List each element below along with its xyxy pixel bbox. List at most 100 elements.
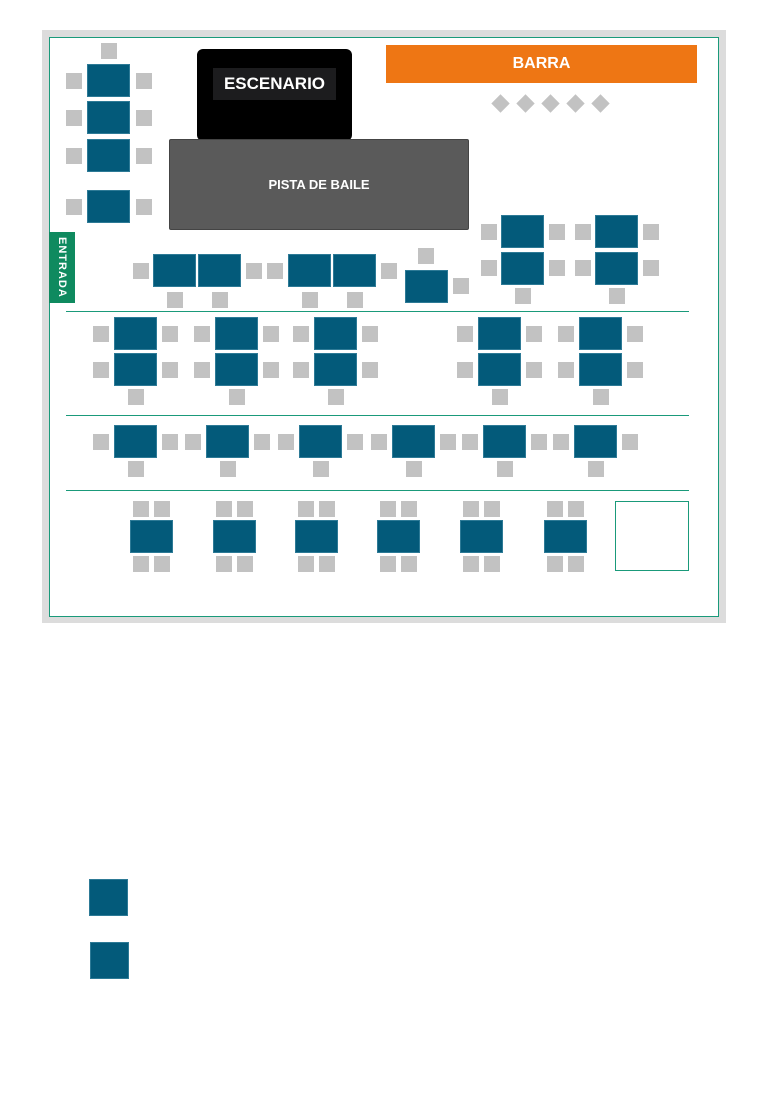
chair[interactable] (93, 326, 109, 342)
chair[interactable] (568, 556, 584, 572)
table[interactable] (87, 190, 130, 223)
chair[interactable] (66, 73, 82, 89)
chair[interactable] (263, 362, 279, 378)
chair[interactable] (381, 263, 397, 279)
chair[interactable] (362, 362, 378, 378)
chair[interactable] (380, 501, 396, 517)
chair[interactable] (101, 43, 117, 59)
table[interactable] (483, 425, 526, 458)
chair[interactable] (457, 362, 473, 378)
table[interactable] (87, 139, 130, 172)
chair[interactable] (319, 556, 335, 572)
chair[interactable] (484, 501, 500, 517)
chair[interactable] (302, 292, 318, 308)
table[interactable] (215, 317, 258, 350)
chair[interactable] (319, 501, 335, 517)
chair[interactable] (643, 224, 659, 240)
table[interactable] (299, 425, 342, 458)
chair[interactable] (136, 73, 152, 89)
chair[interactable] (237, 501, 253, 517)
chair[interactable] (497, 461, 513, 477)
table[interactable] (544, 520, 587, 553)
chair[interactable] (549, 224, 565, 240)
chair[interactable] (136, 110, 152, 126)
chair[interactable] (154, 501, 170, 517)
chair[interactable] (293, 326, 309, 342)
table[interactable] (478, 317, 521, 350)
table[interactable] (405, 270, 448, 303)
chair[interactable] (575, 224, 591, 240)
chair[interactable] (216, 556, 232, 572)
table[interactable] (114, 353, 157, 386)
chair[interactable] (575, 260, 591, 276)
chair[interactable] (66, 199, 82, 215)
chair[interactable] (588, 461, 604, 477)
chair[interactable] (627, 362, 643, 378)
chair[interactable] (328, 389, 344, 405)
chair[interactable] (418, 248, 434, 264)
table[interactable] (478, 353, 521, 386)
chair[interactable] (136, 148, 152, 164)
chair[interactable] (162, 434, 178, 450)
table[interactable] (153, 254, 196, 287)
chair[interactable] (162, 326, 178, 342)
chair[interactable] (568, 501, 584, 517)
chair[interactable] (463, 501, 479, 517)
chair[interactable] (347, 292, 363, 308)
chair[interactable] (133, 263, 149, 279)
chair[interactable] (643, 260, 659, 276)
chair[interactable] (267, 263, 283, 279)
table[interactable] (595, 215, 638, 248)
chair[interactable] (216, 501, 232, 517)
table[interactable] (377, 520, 420, 553)
chair[interactable] (347, 434, 363, 450)
table[interactable] (114, 425, 157, 458)
chair[interactable] (128, 389, 144, 405)
chair[interactable] (194, 326, 210, 342)
chair[interactable] (406, 461, 422, 477)
table[interactable] (87, 101, 130, 134)
table[interactable] (213, 520, 256, 553)
table[interactable] (501, 252, 544, 285)
chair[interactable] (93, 362, 109, 378)
chair[interactable] (278, 434, 294, 450)
chair[interactable] (401, 556, 417, 572)
chair[interactable] (515, 288, 531, 304)
chair[interactable] (237, 556, 253, 572)
chair[interactable] (298, 501, 314, 517)
chair[interactable] (492, 389, 508, 405)
table[interactable] (579, 353, 622, 386)
chair[interactable] (371, 434, 387, 450)
table[interactable] (288, 254, 331, 287)
chair[interactable] (531, 434, 547, 450)
table[interactable] (130, 520, 173, 553)
chair[interactable] (401, 501, 417, 517)
chair[interactable] (133, 501, 149, 517)
chair[interactable] (484, 556, 500, 572)
chair[interactable] (526, 326, 542, 342)
chair[interactable] (593, 389, 609, 405)
chair[interactable] (162, 362, 178, 378)
chair[interactable] (462, 434, 478, 450)
chair[interactable] (229, 389, 245, 405)
chair[interactable] (463, 556, 479, 572)
chair[interactable] (453, 278, 469, 294)
chair[interactable] (128, 461, 144, 477)
chair[interactable] (481, 224, 497, 240)
chair[interactable] (254, 434, 270, 450)
table[interactable] (206, 425, 249, 458)
chair[interactable] (212, 292, 228, 308)
chair[interactable] (293, 362, 309, 378)
chair[interactable] (622, 434, 638, 450)
chair[interactable] (313, 461, 329, 477)
chair[interactable] (185, 434, 201, 450)
table[interactable] (198, 254, 241, 287)
table[interactable] (501, 215, 544, 248)
chair[interactable] (298, 556, 314, 572)
chair[interactable] (553, 434, 569, 450)
table[interactable] (392, 425, 435, 458)
chair[interactable] (457, 326, 473, 342)
chair[interactable] (154, 556, 170, 572)
chair[interactable] (526, 362, 542, 378)
table[interactable] (295, 520, 338, 553)
